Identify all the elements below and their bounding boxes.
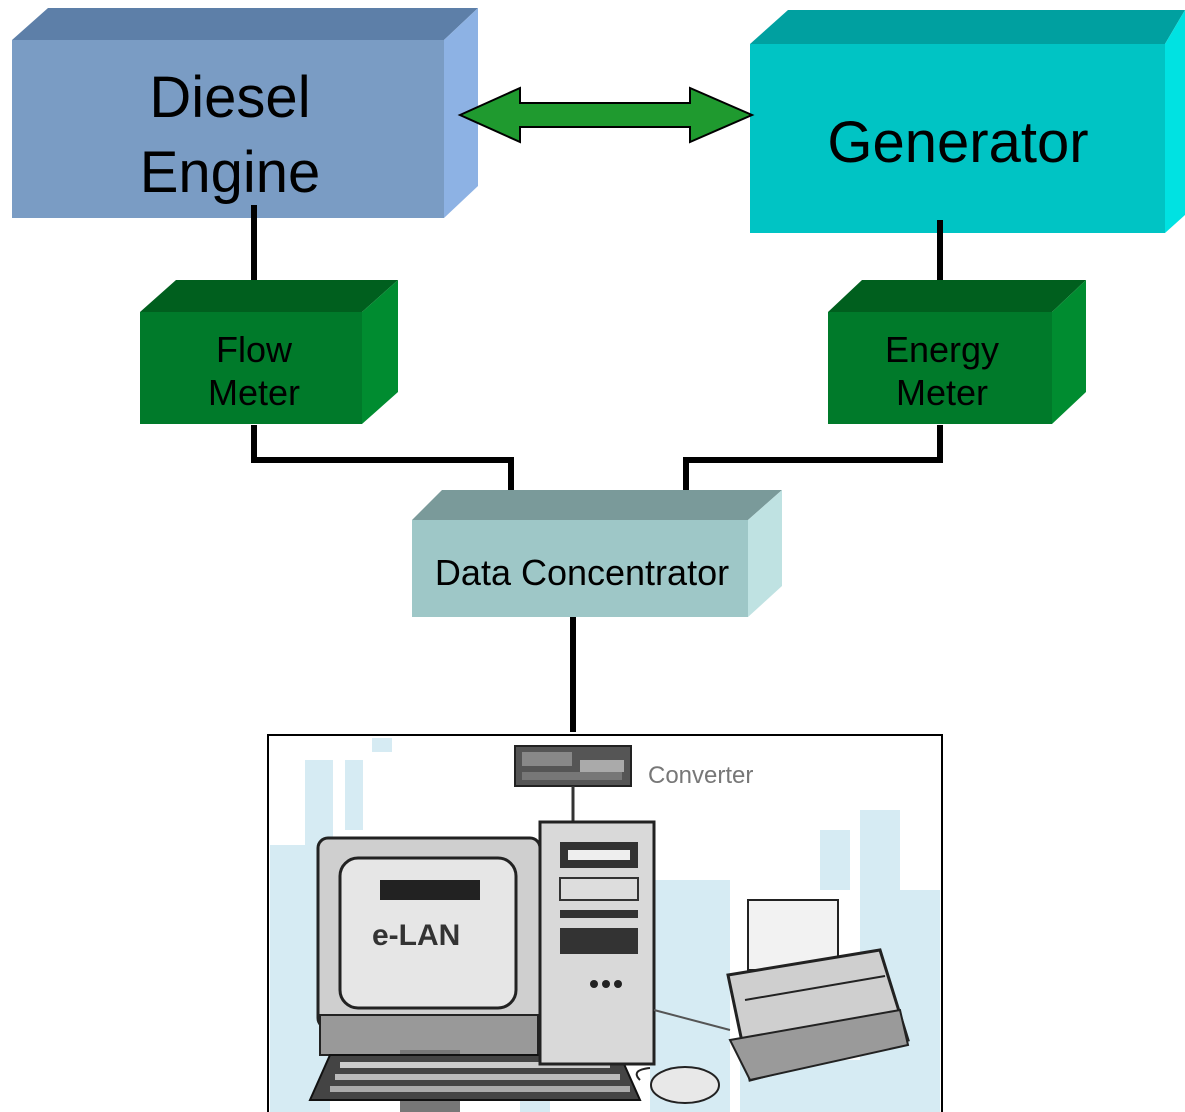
diesel-engine-front [12,40,444,218]
computer-tower [538,820,656,1066]
data-concentrator-block: Data Concentrator [412,490,782,617]
printer [653,899,910,1082]
data-concentrator-side [748,490,782,617]
flow-meter-front [140,312,362,424]
data-concentrator-top [412,490,782,520]
diesel-engine-label-line1: Diesel [149,65,310,130]
generator-side [1165,10,1185,233]
converter-label: Converter [648,762,753,789]
diesel-engine-top [12,8,478,40]
flow-meter-to-concentrator-line [251,425,514,492]
energy-meter-label-line2: Meter [896,372,988,413]
diesel-engine-side [444,8,478,218]
generator-front [750,44,1165,233]
data-concentrator-label: Data Concentrator [435,552,729,593]
double-arrow [457,86,755,144]
diesel-engine-label-line2: Engine [140,140,321,205]
flow-meter-label-line2: Meter [208,372,300,413]
flow-meter-side [362,280,398,424]
mouse [635,1066,720,1104]
energy-meter-to-concentrator-line [683,425,943,492]
generator-top [750,10,1185,44]
diesel-engine-block: Diesel Engine [12,8,478,218]
keyboard [308,1054,642,1101]
energy-meter-block: Energy Meter [828,280,1086,424]
screen-logo-text: e-LAN [372,919,460,952]
generator-block: Generator [750,10,1185,233]
energy-meter-label-line1: Energy [885,329,999,370]
data-concentrator-front [412,520,748,617]
energy-meter-front [828,312,1052,424]
flow-meter-top [140,280,398,312]
computer-panel: Converter e-LAN [267,734,943,1112]
flow-meter-label-line1: Flow [216,329,293,370]
energy-meter-top [828,280,1086,312]
generator-label: Generator [827,110,1088,175]
flow-meter-block: Flow Meter [140,280,398,424]
converter-device [514,745,632,787]
energy-meter-side [1052,280,1086,424]
